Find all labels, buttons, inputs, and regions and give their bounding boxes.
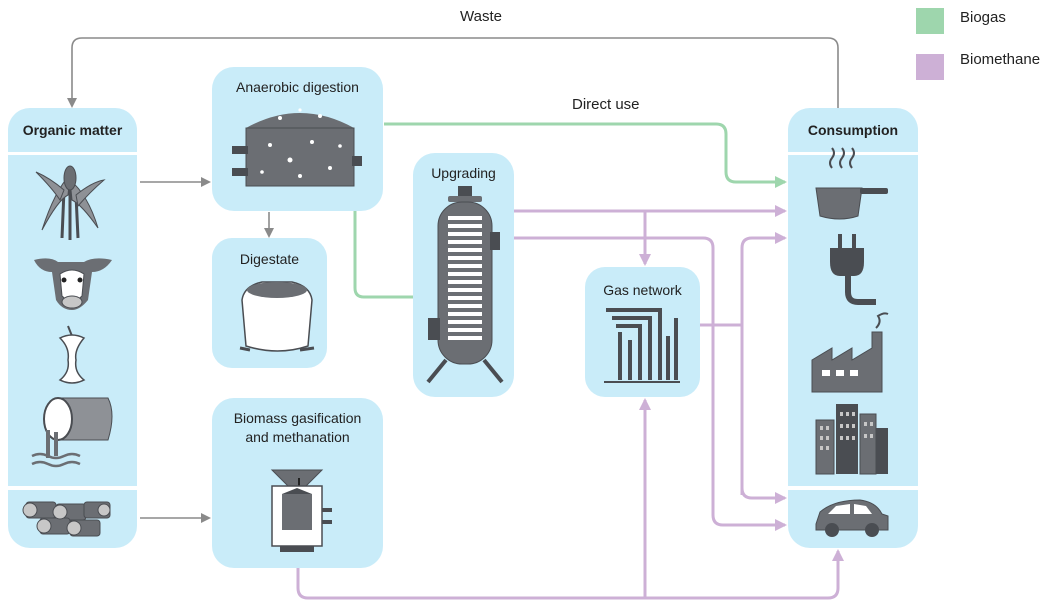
digestate-sack-icon xyxy=(239,281,315,352)
gasification-title-line2: and methanation xyxy=(245,429,350,445)
digester-tank-icon xyxy=(232,108,362,187)
biogas-to-upgrading-line xyxy=(353,211,413,299)
legend-biomethane-swatch xyxy=(916,54,944,80)
car-icon xyxy=(815,499,889,537)
gasification-bottom-line xyxy=(296,549,844,600)
legend-biogas-label: Biogas xyxy=(960,9,1006,26)
gas-pipes-icon xyxy=(604,308,680,383)
digestate-title: Digestate xyxy=(239,251,300,267)
consumption-divider xyxy=(788,486,918,490)
buildings-icon xyxy=(815,404,888,475)
wastewater-pipe-icon xyxy=(31,397,113,468)
direct-use-arrow xyxy=(384,122,787,188)
organic-matter-title: Organic matter xyxy=(22,122,123,138)
electric-plug-icon xyxy=(830,234,876,305)
waste-label: Waste xyxy=(460,8,502,25)
gas-network-to-car-arrow xyxy=(740,480,787,504)
cow-icon xyxy=(34,258,112,310)
apple-core-icon xyxy=(58,325,86,384)
upgrading-title: Upgrading xyxy=(431,165,496,181)
anaerobic-digestion-title: Anaerobic digestion xyxy=(236,79,359,95)
cooking-pot-icon xyxy=(815,147,888,220)
wood-logs-icon xyxy=(22,501,111,537)
waste-arrow xyxy=(67,37,839,108)
consumption-title: Consumption xyxy=(807,122,899,138)
gasifier-icon xyxy=(270,469,332,552)
gas-network-to-plug-arrow xyxy=(740,232,787,495)
corn-plant-icon xyxy=(35,165,106,240)
legend-biomethane-label: Biomethane xyxy=(960,51,1041,68)
legend-biogas-swatch xyxy=(916,8,944,34)
gas-network-panel xyxy=(585,267,700,397)
upgrading-column-icon xyxy=(426,186,504,384)
organic-matter-divider xyxy=(8,486,137,490)
gas-network-title: Gas network xyxy=(603,282,682,298)
gasification-title-line1: Biomass gasification xyxy=(233,410,362,426)
consumption-panel xyxy=(788,108,918,548)
factory-icon xyxy=(811,312,889,393)
direct-use-label: Direct use xyxy=(572,96,640,113)
upgrading-to-car-arrow xyxy=(514,236,787,531)
organic-matter-divider xyxy=(8,152,137,155)
